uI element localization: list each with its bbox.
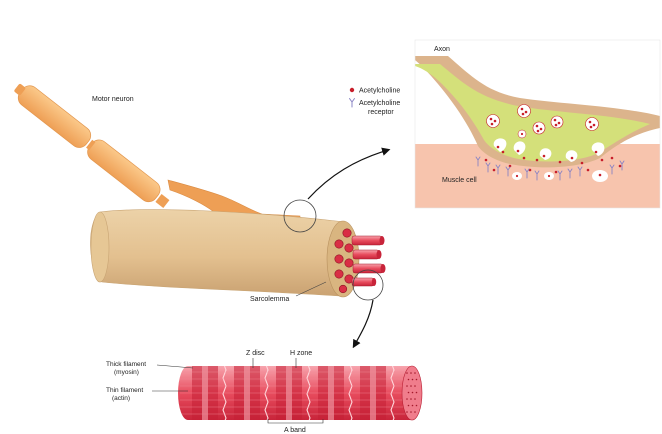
z-disc-line bbox=[348, 366, 353, 420]
legend-acetylcholine-label: Acetylcholine bbox=[359, 88, 400, 95]
end-dot bbox=[410, 411, 412, 413]
motor-neuron-label: Motor neuron bbox=[92, 96, 134, 103]
end-dot bbox=[415, 404, 418, 407]
junction-highlight-circle bbox=[283, 199, 317, 233]
thin-filament-label-line1: Thin filament bbox=[106, 387, 143, 394]
thin-filament-label-line2: (actin) bbox=[112, 395, 130, 402]
end-dot bbox=[407, 391, 410, 394]
end-dot bbox=[411, 404, 414, 407]
z-disc-line bbox=[390, 366, 395, 420]
legend: Acetylcholine Acetylcholine receptor bbox=[349, 87, 400, 116]
myofibril-highlight-circle bbox=[352, 269, 384, 301]
sarcolemma-label: Sarcolemma bbox=[250, 296, 289, 303]
z-disc-label: Z disc bbox=[246, 350, 265, 357]
cleft-acetylcholine bbox=[484, 145, 622, 178]
z-disc-line bbox=[306, 366, 311, 420]
end-dot bbox=[406, 398, 408, 400]
axon-terminal bbox=[415, 64, 650, 162]
legend-receptor-label-line2: receptor bbox=[368, 109, 394, 116]
end-dot bbox=[415, 391, 418, 394]
thick-filament-label-line1: Thick filament bbox=[106, 361, 146, 368]
sarcolemma-leader bbox=[295, 281, 327, 297]
myofibril-end-dots bbox=[406, 372, 418, 413]
end-dot bbox=[411, 391, 414, 394]
end-dot bbox=[406, 385, 408, 387]
arrow-to-myofibril bbox=[352, 299, 374, 349]
myofibril-cross-sections bbox=[334, 228, 354, 294]
a-band-bracket bbox=[267, 419, 324, 424]
end-dot bbox=[415, 378, 418, 381]
end-dot bbox=[406, 372, 408, 374]
end-dot bbox=[410, 398, 412, 400]
myofibrils bbox=[351, 235, 386, 287]
h-zone-label: H zone bbox=[290, 350, 312, 357]
muscle-fiber bbox=[90, 209, 386, 298]
end-dot bbox=[411, 378, 414, 381]
end-dot bbox=[407, 378, 410, 381]
arrow-to-synapse bbox=[307, 147, 391, 200]
end-dot bbox=[410, 385, 412, 387]
myofibril-detail bbox=[178, 365, 423, 421]
end-dot bbox=[414, 372, 416, 374]
a-band-label: A band bbox=[284, 427, 306, 434]
acetylcholine-receptors bbox=[475, 156, 625, 181]
end-dot bbox=[406, 411, 408, 413]
axon-label: Axon bbox=[434, 46, 450, 53]
z-disc-line bbox=[222, 366, 227, 420]
synapse-inset bbox=[414, 39, 661, 209]
z-disc-line bbox=[264, 366, 269, 420]
end-dot bbox=[414, 398, 416, 400]
acetylcholine-receptor-icon bbox=[349, 98, 355, 108]
thick-filament-label-line2: (myosin) bbox=[114, 369, 139, 376]
acetylcholine-dot-icon bbox=[349, 87, 355, 93]
end-dot bbox=[410, 372, 412, 374]
release-sites bbox=[493, 138, 608, 182]
end-dot bbox=[414, 385, 416, 387]
synaptic-vesicles bbox=[486, 104, 599, 139]
thick-filament-leader bbox=[156, 364, 194, 369]
legend-receptor-label-line1: Acetylcholine bbox=[359, 100, 400, 107]
motor-neuron bbox=[14, 83, 301, 232]
muscle-cell-label: Muscle cell bbox=[442, 177, 477, 184]
end-dot bbox=[414, 411, 416, 413]
end-dot bbox=[407, 404, 410, 407]
